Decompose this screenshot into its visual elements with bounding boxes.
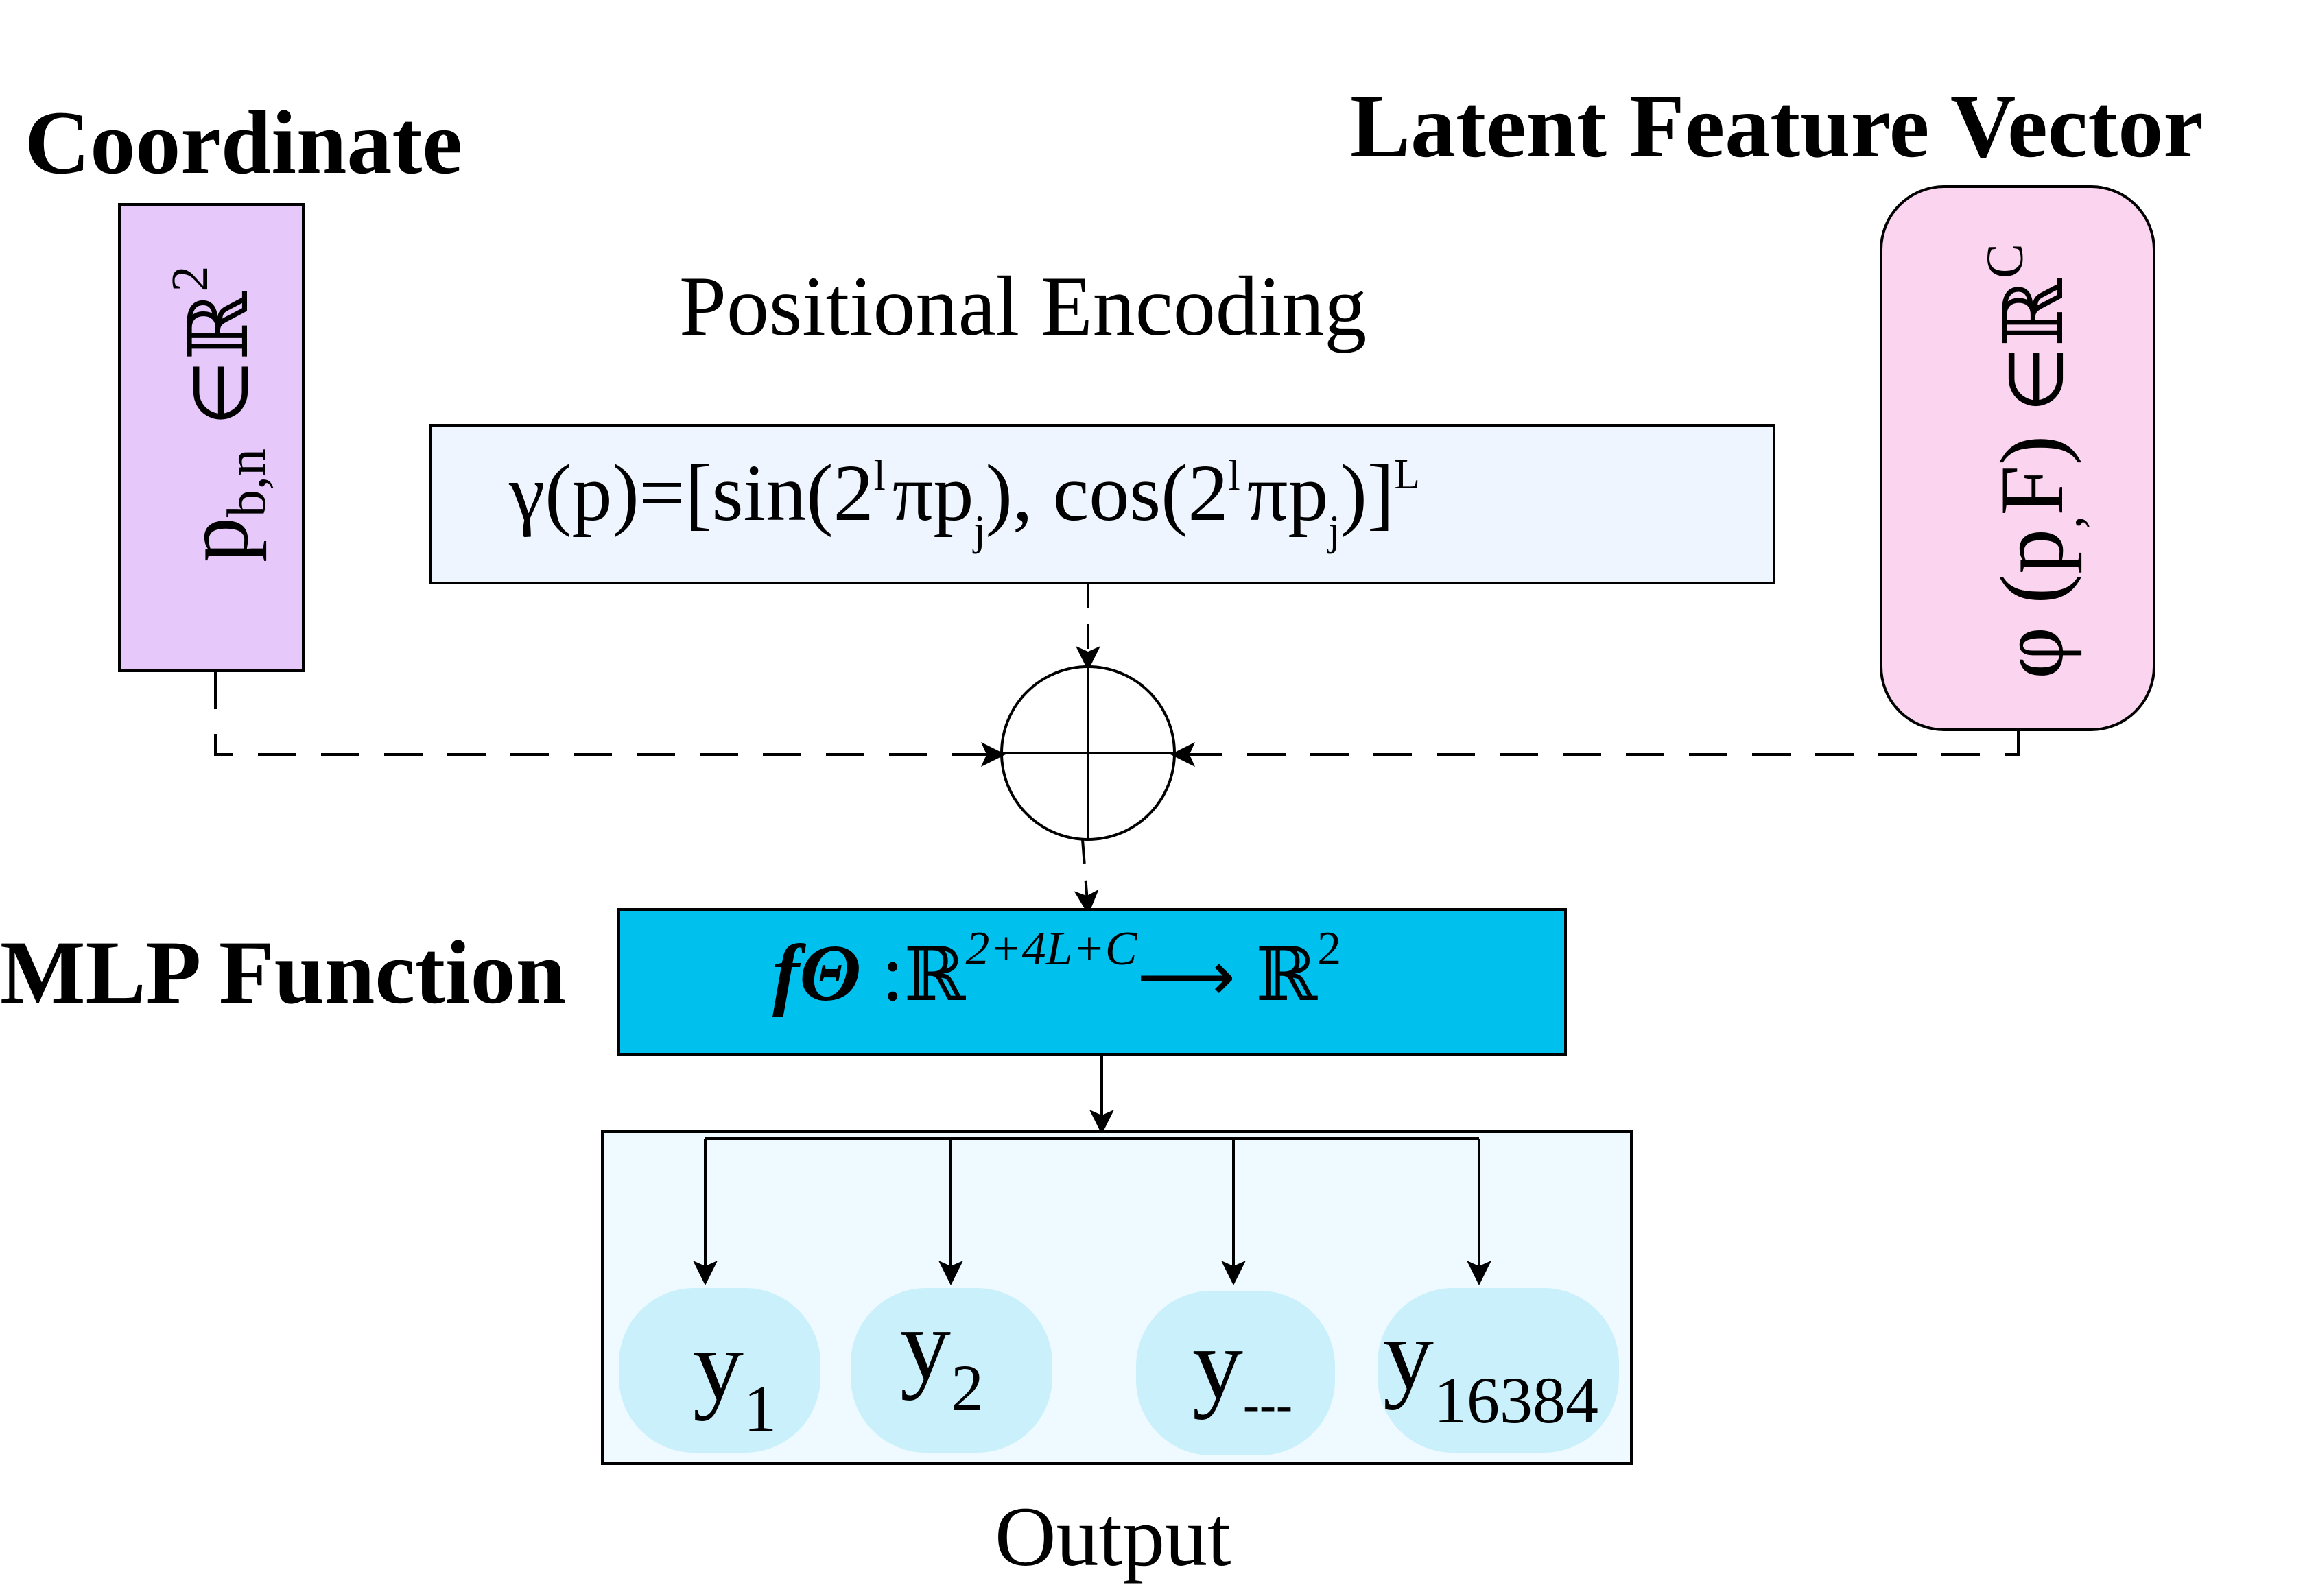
latent-F: F) [1981,435,2082,515]
latent-real-set: ℝ [1987,278,2082,347]
latent-member-of: ∈ [1992,347,2080,413]
real-set-symbol: ℝ [172,291,267,360]
coordinate-superscript: 2 [161,265,219,291]
coordinate-symbol: p [166,517,267,562]
coordinate-to-concat-arrow [214,671,1006,767]
concat-operator [1000,665,1176,841]
coordinate-expression: pb,n ∈ℝ2 [161,265,277,562]
concat-to-mlp-arrow [1074,839,1099,915]
output-node-y2: y2 [851,1288,1052,1453]
mlp-function-heading: MLP Function [0,922,566,1023]
output-subscript: 16384 [1434,1363,1598,1437]
encoding-formula: γ(p)=[sin(2lπpj), cos(2lπpj)]L [508,448,1420,554]
svg-text:pb,n ∈ℝ2: pb,n ∈ℝ2 [161,265,277,562]
coordinate-subscript: b,n [217,449,277,517]
output-symbol: y [693,1309,744,1422]
mlp-box [617,908,1567,1056]
positional-encoding-label: Positional Encoding [679,259,1367,353]
output-subscript: 1 [744,1372,777,1445]
mlp-formula: fΘ :ℝ2+4L+C⟶ ℝ2 [772,922,1341,1018]
svg-text:y2: y2 [900,1289,984,1425]
latent-feature-vector-heading: Latent Feature Vector [1350,75,2203,176]
svg-text:y---: y--- [1192,1308,1292,1432]
coordinate-heading: Coordinate [25,92,462,193]
output-node-yn: y--- [1136,1291,1335,1455]
svg-text:y16384: y16384 [1383,1298,1598,1437]
svg-text:φ (p,F) ∈ℝC: φ (p,F) ∈ℝC [1976,243,2093,679]
latent-comma: , [2035,516,2093,529]
phi-symbol: φ [1981,627,2082,679]
output-symbol: y [1192,1308,1243,1420]
output-node-y1: y1 [619,1288,820,1453]
output-label: Output [995,1490,1231,1584]
coordinate-box [118,203,305,672]
svg-text:y1: y1 [693,1309,777,1445]
output-subscript: 2 [951,1351,984,1425]
latent-expression: φ (p,F) ∈ℝC [1976,243,2093,679]
output-subscript: --- [1243,1377,1292,1432]
output-node-y16384: y16384 [1378,1288,1619,1453]
output-symbol: y [1383,1298,1434,1411]
latent-open: (p [1981,529,2082,604]
positional-encoding-box [429,424,1775,584]
latent-to-concat-arrow [1170,730,2020,767]
output-symbol: y [900,1289,951,1401]
latent-superscript: C [1976,243,2034,278]
member-of-symbol: ∈ [177,360,265,426]
